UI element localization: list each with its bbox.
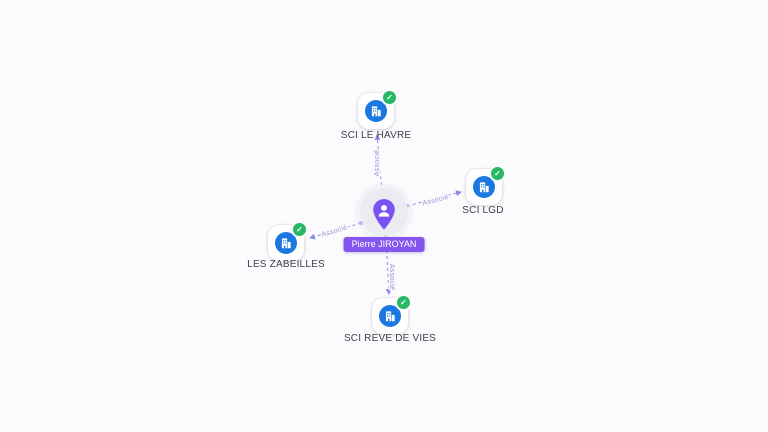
company-card[interactable]: ✓	[268, 221, 308, 261]
check-badge-icon: ✓	[395, 294, 412, 311]
company-card[interactable]: ✓	[466, 165, 506, 205]
check-badge-icon: ✓	[489, 165, 506, 182]
company-node-label: SCI REVE DE VIES	[343, 333, 437, 344]
person-node-label[interactable]: Pierre JIROYAN	[343, 237, 425, 252]
check-badge-icon: ✓	[381, 89, 398, 106]
company-building-icon	[275, 232, 297, 254]
person-node-halo[interactable]	[360, 188, 408, 236]
company-node-label: SCI LE HAVRE	[340, 130, 412, 141]
edge-associe-le-havre: Associé	[373, 134, 384, 193]
person-node-pierre-jiroyan[interactable]	[360, 188, 408, 236]
company-node-sci-reve-de-vies[interactable]: ✓	[372, 294, 412, 334]
company-card[interactable]: ✓	[372, 294, 412, 334]
person-pin-icon	[373, 199, 395, 230]
company-building-icon	[365, 100, 387, 122]
company-node-les-zabeilles[interactable]: ✓	[268, 221, 308, 261]
edge-label: Associé	[422, 194, 450, 207]
company-building-icon	[473, 176, 495, 198]
company-node-sci-le-havre[interactable]: ✓	[358, 89, 398, 129]
company-node-sci-lgd[interactable]: ✓	[466, 165, 506, 205]
edge-label: Associé	[388, 264, 395, 291]
edge-associe-lgd: Associé	[405, 190, 462, 209]
edge-label: Associé	[374, 150, 381, 177]
check-badge-icon: ✓	[291, 221, 308, 238]
company-node-label: LES ZABEILLES	[247, 259, 325, 270]
company-card[interactable]: ✓	[358, 89, 398, 129]
company-node-label: SCI LGD	[462, 205, 504, 216]
company-building-icon	[379, 305, 401, 327]
